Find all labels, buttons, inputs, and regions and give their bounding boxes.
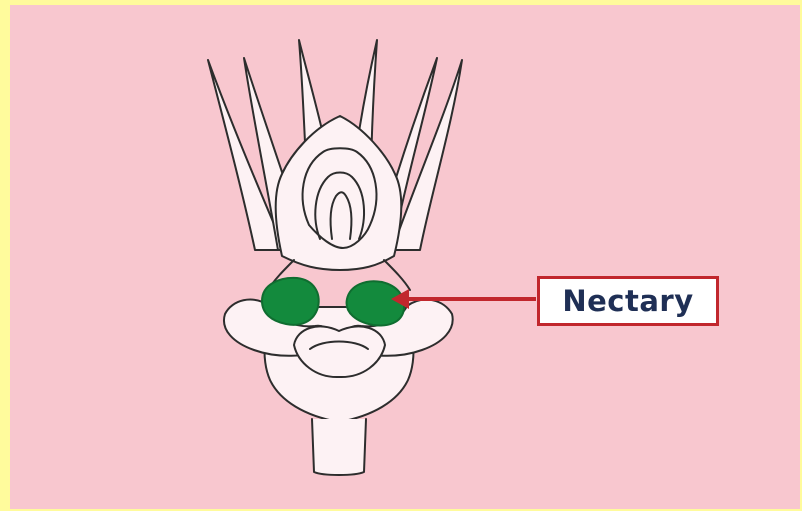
nectary-label-box: Nectary	[537, 276, 719, 326]
flower-outline	[208, 40, 462, 475]
nectary-gland-right	[347, 281, 405, 325]
nectary-gland-left	[262, 278, 319, 325]
nectary-label: Nectary	[562, 284, 693, 318]
